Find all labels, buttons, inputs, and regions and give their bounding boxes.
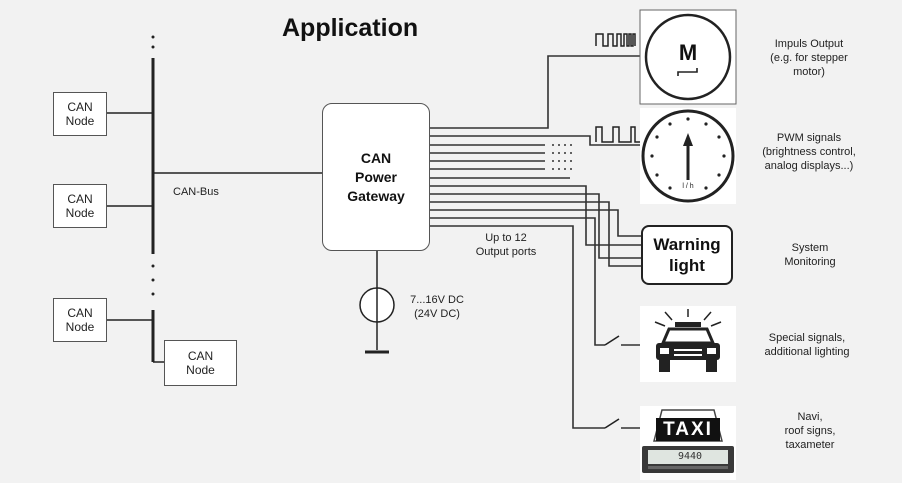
diagram-title: Application: [282, 14, 419, 42]
system-monitoring-label: System Monitoring: [760, 241, 860, 269]
pwm-signals-label: PWM signals (brightness control, analog …: [743, 131, 875, 173]
can-node-1-line1: CAN: [67, 100, 93, 114]
can-node-4: CAN Node: [164, 340, 237, 386]
system-line2: Monitoring: [784, 256, 836, 268]
supply-line1: 7...16V DC: [410, 294, 464, 306]
can-node-stubs: [107, 112, 322, 363]
gauge-unit: l / h: [682, 183, 694, 190]
impulse-waveform: [595, 33, 636, 47]
can-node-1: CAN Node: [53, 92, 107, 136]
output-ports-line1: Up to 12: [485, 232, 527, 244]
impuls-output-label: Impuls Output (e.g. for stepper motor): [747, 37, 871, 79]
can-power-gateway: CAN Power Gateway: [322, 103, 430, 251]
can-node-1-line2: Node: [65, 114, 95, 128]
taxi-sign-label: TAXI: [663, 419, 713, 440]
taximeter-display: 9440: [677, 451, 703, 462]
pwm-line1: PWM signals: [776, 132, 842, 144]
gateway-line2: Power: [354, 168, 397, 185]
navi-line2: roof signs,: [784, 425, 836, 437]
can-node-3-line1: CAN: [67, 306, 93, 320]
taxi-icon: [640, 406, 736, 480]
special-signals-label: Special signals, additional lighting: [746, 331, 868, 359]
warning-line2: light: [669, 256, 705, 275]
gateway-line3: Gateway: [347, 187, 405, 204]
warning-light: Warning light: [641, 225, 733, 285]
can-node-3: CAN Node: [53, 298, 107, 342]
can-node-4-line2: Node: [186, 363, 215, 377]
motor-glyph: M: [678, 40, 698, 65]
navi-line3: taxameter: [785, 439, 835, 451]
can-node-3-line2: Node: [65, 320, 95, 334]
warning-line1: Warning: [653, 235, 721, 254]
gateway-line1: CAN: [360, 149, 392, 166]
pwm-line3: analog displays...): [764, 160, 854, 172]
impuls-line2: (e.g. for stepper: [770, 52, 848, 64]
can-node-4-line1: CAN: [187, 349, 214, 363]
impuls-line1: Impuls Output: [774, 38, 844, 50]
system-line1: System: [791, 242, 829, 254]
signal-dots: [552, 144, 572, 170]
impuls-line3: motor): [793, 66, 825, 78]
output-ports-label: Up to 12 Output ports: [458, 231, 554, 259]
navi-line1: Navi,: [797, 411, 823, 423]
power-supply-symbol: [359, 251, 395, 354]
can-bus-dots: [151, 35, 155, 296]
special-line2: additional lighting: [764, 346, 850, 358]
pwm-line2: (brightness control,: [762, 146, 856, 158]
can-node-2-line1: CAN: [67, 192, 93, 206]
can-bus-label: CAN-Bus: [173, 186, 219, 198]
gauge-icon: [640, 108, 736, 204]
supply-voltage-label: 7...16V DC (24V DC): [398, 293, 476, 321]
stepper-motor-icon: [639, 9, 737, 105]
supply-line2: (24V DC): [414, 308, 460, 320]
police-car-icon: [640, 306, 736, 382]
switch-symbols: [604, 335, 620, 429]
can-node-2: CAN Node: [53, 184, 107, 228]
can-node-2-line2: Node: [65, 206, 95, 220]
pwm-waveform: [595, 126, 640, 143]
output-ports-line2: Output ports: [475, 246, 537, 258]
navi-label: Navi, roof signs, taxameter: [760, 410, 860, 452]
output-port-wires: [430, 55, 641, 429]
special-line1: Special signals,: [768, 332, 846, 344]
